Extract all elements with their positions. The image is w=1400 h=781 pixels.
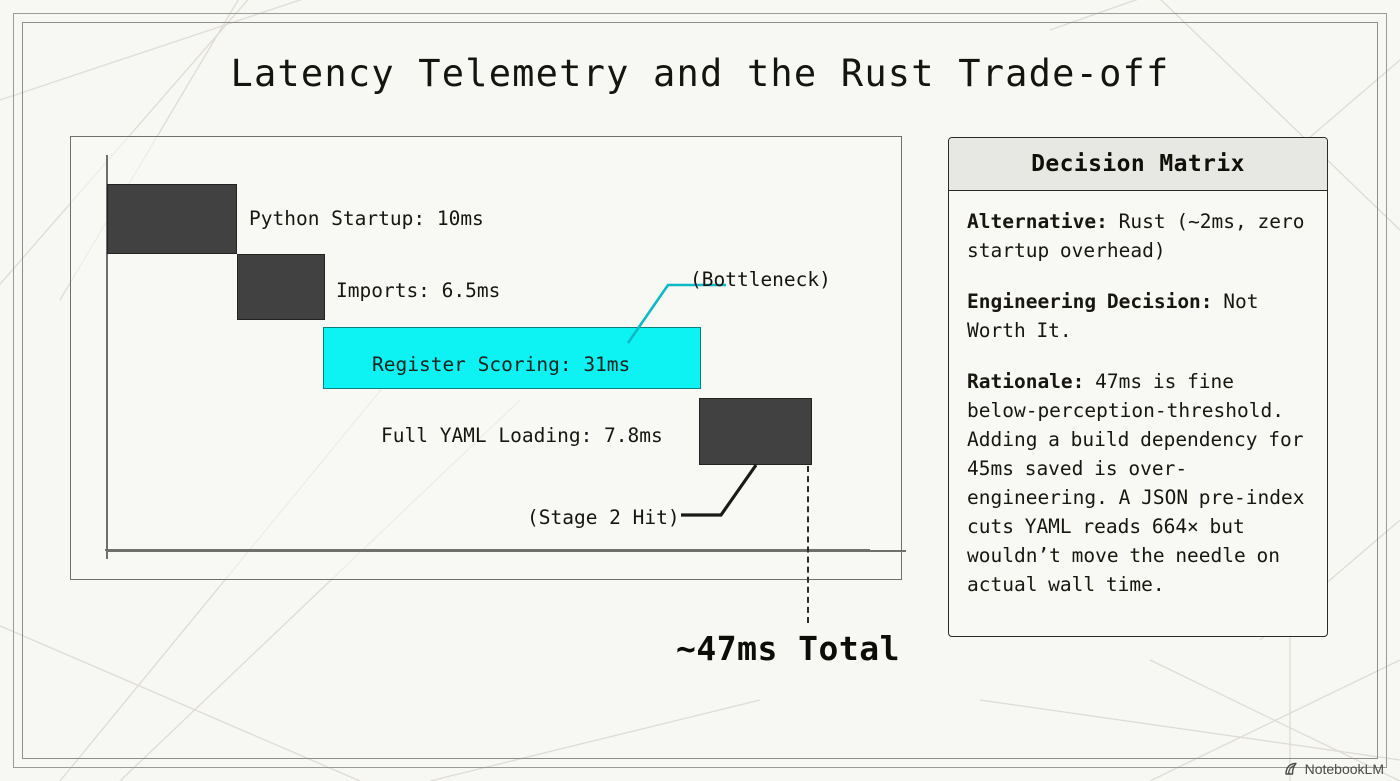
matrix-text-rationale: 47ms is fine below-perception-threshold.… bbox=[967, 370, 1305, 596]
matrix-term-alternative: Alternative: bbox=[967, 210, 1108, 233]
bar-label-python-startup: Python Startup: 10ms bbox=[249, 207, 484, 230]
matrix-row-rationale: Rationale: 47ms is fine below-perception… bbox=[967, 367, 1309, 599]
bar-python-startup bbox=[107, 184, 237, 254]
total-indicator-line bbox=[807, 466, 809, 623]
matrix-term-rationale: Rationale: bbox=[967, 370, 1085, 393]
bar-label-imports: Imports: 6.5ms bbox=[336, 279, 501, 302]
decision-matrix-panel: Decision Matrix Alternative: Rust (~2ms,… bbox=[948, 137, 1328, 637]
annotation-stage2-hit: (Stage 2 Hit) bbox=[527, 506, 680, 529]
matrix-term-engineering-decision: Engineering Decision: bbox=[967, 290, 1213, 313]
bar-label-full-yaml-loading: Full YAML Loading: 7.8ms bbox=[381, 424, 663, 447]
stage2-hit-leader-line bbox=[681, 464, 758, 517]
page-title: Latency Telemetry and the Rust Trade-off bbox=[230, 52, 1170, 95]
decision-matrix-body: Alternative: Rust (~2ms, zero startup ov… bbox=[949, 191, 1327, 599]
x-axis-extension bbox=[105, 549, 870, 551]
decision-matrix-header: Decision Matrix bbox=[949, 138, 1327, 191]
total-label-text: ~47ms Total bbox=[675, 629, 901, 668]
notebooklm-watermark: NotebookLM bbox=[1284, 761, 1384, 777]
total-label: ~47ms Total bbox=[0, 629, 1400, 668]
bar-label-register-scoring: Register Scoring: 31ms bbox=[372, 353, 631, 376]
bottleneck-leader-line bbox=[626, 283, 726, 344]
bar-imports bbox=[237, 254, 325, 320]
waterfall-chart: Python Startup: 10ms Imports: 6.5ms Regi… bbox=[70, 136, 906, 580]
annotation-bottleneck: (Bottleneck) bbox=[690, 268, 831, 291]
watermark-label: NotebookLM bbox=[1304, 761, 1384, 777]
matrix-row-engineering-decision: Engineering Decision: Not Worth It. bbox=[967, 287, 1309, 345]
matrix-row-alternative: Alternative: Rust (~2ms, zero startup ov… bbox=[967, 207, 1309, 265]
bar-full-yaml-loading bbox=[699, 398, 812, 465]
notebooklm-logo-icon bbox=[1284, 762, 1297, 775]
